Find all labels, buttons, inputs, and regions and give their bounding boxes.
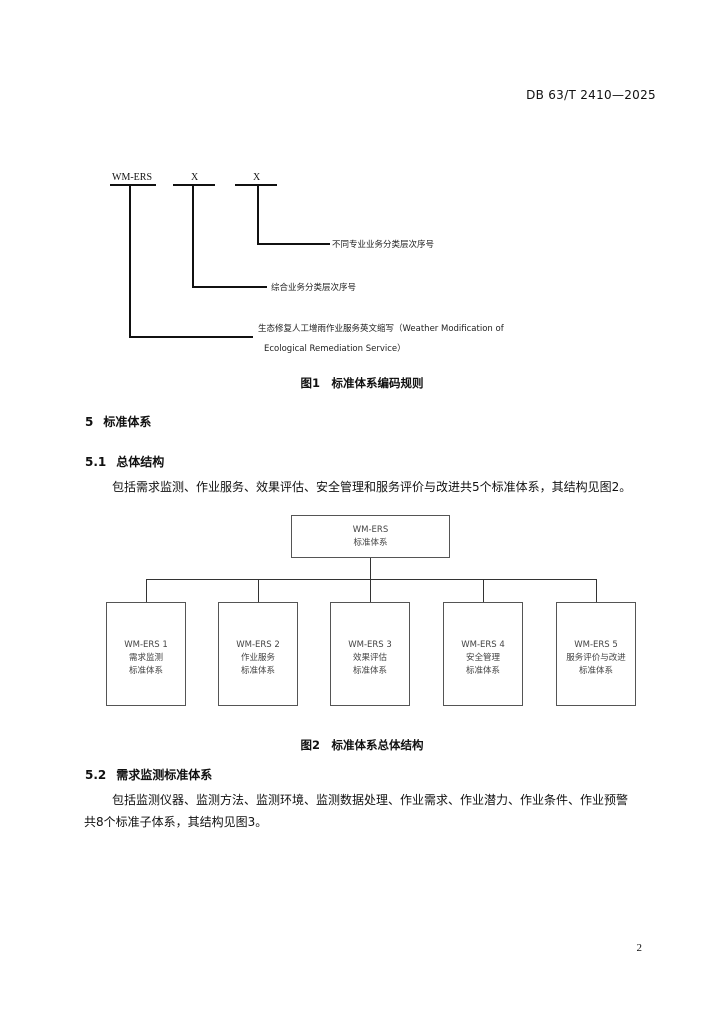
code-underline-3	[235, 184, 277, 186]
child-node-code: WM-ERS 2	[236, 640, 280, 650]
page-number: 2	[636, 942, 643, 954]
section-5-2-title: 需求监测标准体系	[116, 768, 213, 782]
tree-horizontal-bus	[146, 579, 597, 580]
section-5-1-body: 包括需求监测、作业服务、效果评估、安全管理和服务评价与改进共5个标准体系，其结构…	[112, 480, 632, 494]
code-part-x2: X	[253, 172, 261, 183]
section-5-2-heading: 5.2 需求监测标准体系	[85, 766, 212, 783]
section-5-1-title: 总体结构	[116, 455, 165, 469]
annotation-abbreviation-line1: 生态修复人工增雨作业服务英文缩写（Weather Modification of	[258, 324, 504, 334]
child-node-label: 服务评价与改进	[566, 653, 626, 663]
section-5-2-number: 5.2	[85, 768, 107, 782]
section-5-2-body-line2: 共8个标准子体系，其结构见图3。	[84, 815, 268, 829]
code-underline-1	[110, 184, 156, 186]
child-node-box-5: WM-ERS 5 服务评价与改进 标准体系	[556, 602, 636, 706]
child-node-box-2: WM-ERS 2 作业服务 标准体系	[218, 602, 298, 706]
connector-wm-ers-horizontal	[129, 336, 253, 338]
child-node-box-4: WM-ERS 4 安全管理 标准体系	[443, 602, 523, 706]
annotation-abbreviation-line2: Ecological Remediation Service）	[264, 344, 406, 354]
code-underline-2	[173, 184, 215, 186]
tree-trunk-line	[370, 558, 371, 579]
connector-x2-vertical	[257, 186, 259, 245]
branch-line-4	[483, 579, 484, 602]
child-node-label: 效果评估	[352, 653, 387, 663]
section-5-1-number: 5.1	[85, 455, 107, 469]
branch-line-2	[258, 579, 259, 602]
child-node-code: WM-ERS 5	[574, 640, 618, 650]
figure-2-caption: 图2 标准体系总体结构	[300, 738, 424, 752]
root-node-label: 标准体系	[353, 538, 388, 548]
child-node-label: 需求监测	[128, 653, 163, 663]
code-part-x1: X	[191, 172, 199, 183]
child-node-suffix: 标准体系	[240, 666, 275, 676]
child-node-label: 作业服务	[240, 653, 275, 663]
branch-line-3	[370, 579, 371, 602]
child-node-box-1: WM-ERS 1 需求监测 标准体系	[106, 602, 186, 706]
connector-x2-horizontal	[257, 243, 330, 245]
connector-x1-horizontal	[192, 286, 267, 288]
child-node-suffix: 标准体系	[352, 666, 387, 676]
section-5-1-heading: 5.1 总体结构	[85, 453, 164, 470]
child-node-code: WM-ERS 3	[348, 640, 392, 650]
child-node-code: WM-ERS 1	[124, 640, 168, 650]
section-5-heading: 5 标准体系	[85, 413, 151, 430]
root-node-code: WM-ERS	[352, 525, 389, 535]
branch-line-5	[596, 579, 597, 602]
section-5-number: 5	[85, 415, 94, 429]
section-5-title: 标准体系	[103, 415, 152, 429]
annotation-professional-class: 不同专业业务分类层次序号	[332, 240, 435, 250]
child-node-suffix: 标准体系	[465, 666, 500, 676]
connector-x1-vertical	[192, 186, 194, 288]
root-node-box: WM-ERS 标准体系	[291, 515, 450, 558]
branch-line-1	[146, 579, 147, 602]
annotation-general-class: 综合业务分类层次序号	[271, 283, 357, 293]
document-code: DB 63/T 2410—2025	[526, 88, 656, 102]
section-5-2-body-line1: 包括监测仪器、监测方法、监测环境、监测数据处理、作业需求、作业潜力、作业条件、作…	[112, 793, 629, 807]
child-node-label: 安全管理	[465, 653, 500, 663]
child-node-box-3: WM-ERS 3 效果评估 标准体系	[330, 602, 410, 706]
connector-wm-ers-vertical	[129, 186, 131, 338]
child-node-suffix: 标准体系	[578, 666, 613, 676]
figure-1-caption: 图1 标准体系编码规则	[300, 376, 424, 390]
child-node-suffix: 标准体系	[128, 666, 163, 676]
child-node-code: WM-ERS 4	[461, 640, 505, 650]
code-part-wm-ers: WM-ERS	[112, 172, 152, 183]
